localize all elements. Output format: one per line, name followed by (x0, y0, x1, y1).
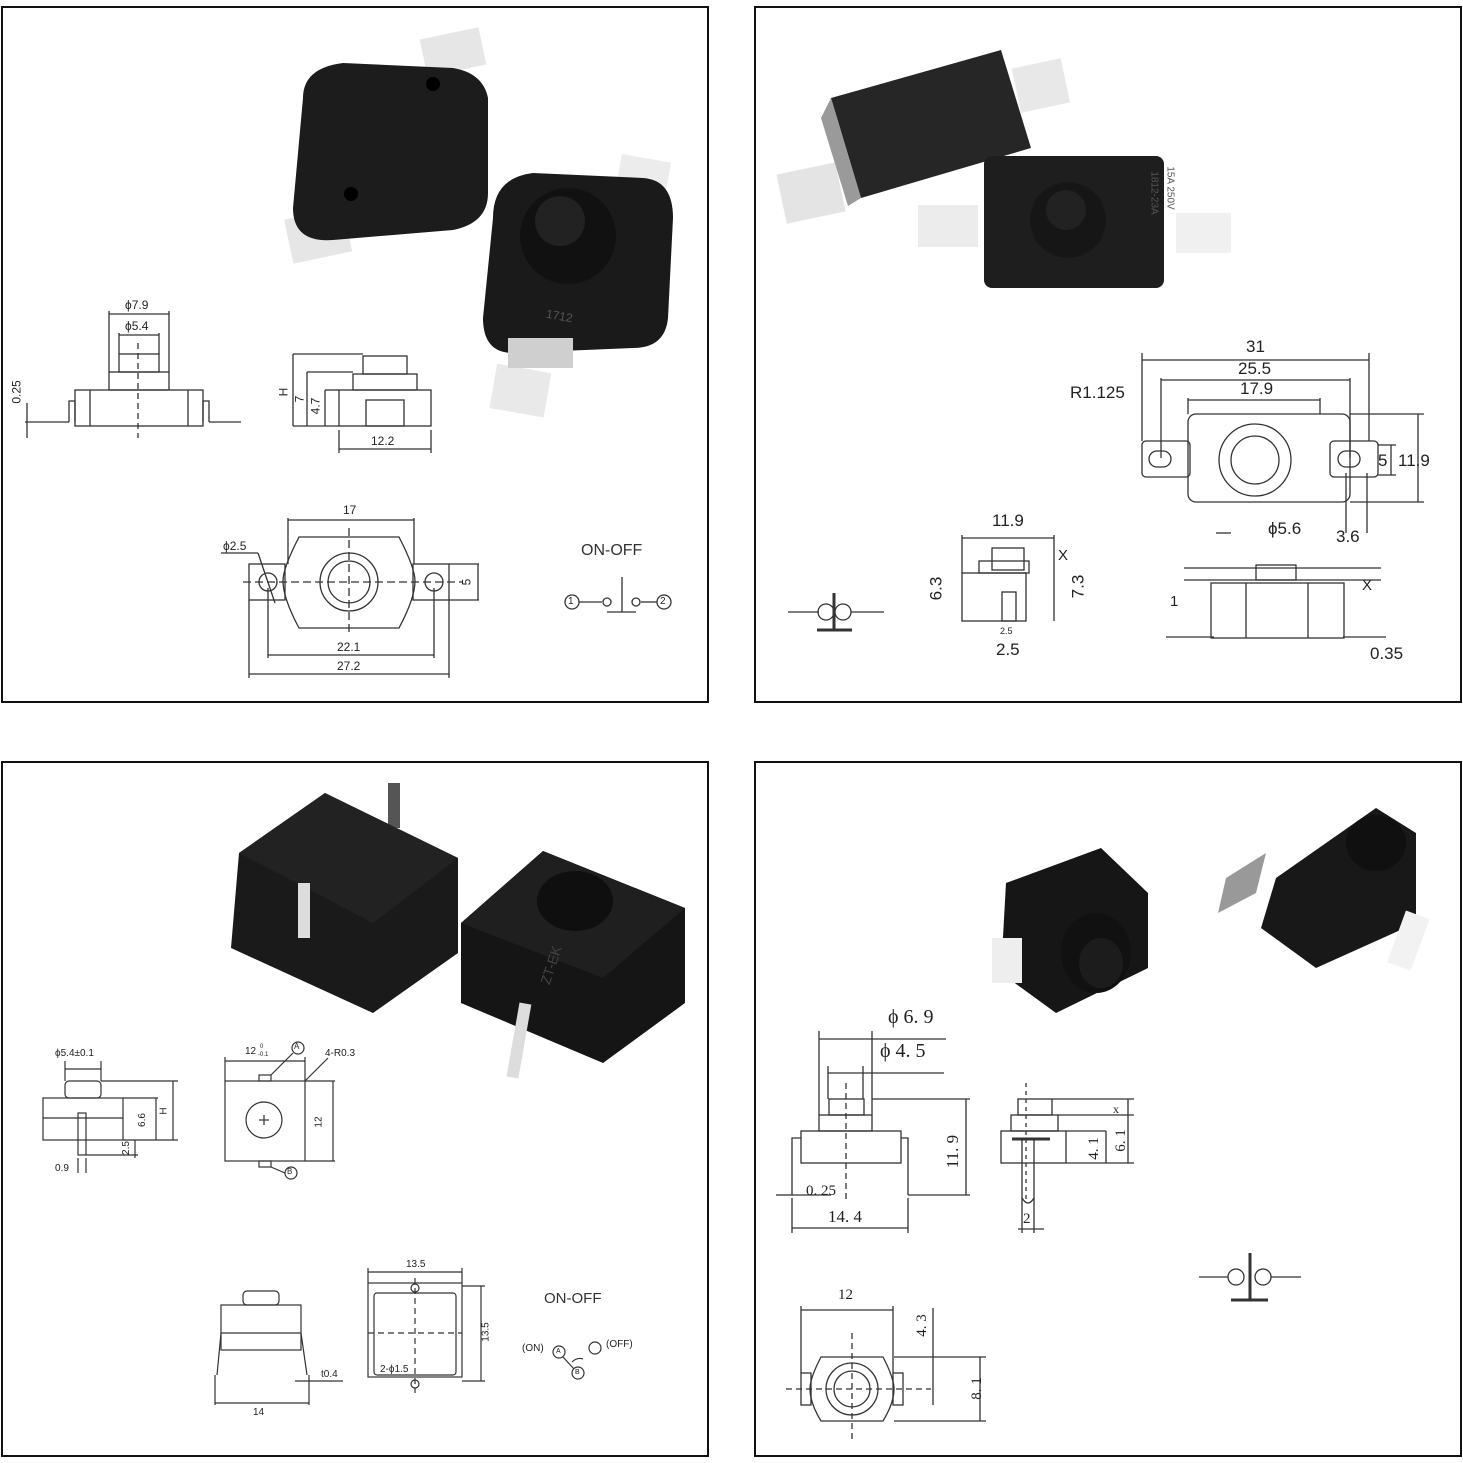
dim-pin-thickness: 0.25 (9, 380, 24, 404)
product-marking-line1: 15A 250V (1164, 166, 1176, 210)
dim-x-side: X (1058, 547, 1069, 564)
dim-body-17: 17 (343, 503, 357, 517)
panel-top-right: 15A 250V 1812-23A 31 25.5 17.9 R1.125 5 … (754, 6, 1462, 703)
panel-top-left: 1712 ϕ7.9 ϕ5.4 0.25 H 7 4.7 12.2 17 ϕ2.5… (1, 6, 709, 703)
dim-length-27-2: 27.2 (337, 659, 361, 673)
schematic-title: ON-OFF (581, 542, 643, 559)
dim-height-4-7: 4.7 (308, 397, 323, 415)
dim-pin-2: 2 (1023, 1211, 1031, 1227)
dim-cap-5-6: ϕ5.6 (1268, 519, 1302, 538)
dim-holes: 2-ϕ1.5 (380, 1364, 409, 1375)
dim-side-12: 12 (313, 1116, 325, 1128)
dim-x-front: X (1362, 577, 1373, 594)
dim-body-8-1: 8. 1 (968, 1377, 985, 1400)
dim-6-3: 6.3 (926, 576, 946, 601)
dim-tab-5: 5 (459, 578, 474, 586)
dim-pin-0-9: 0.9 (55, 1163, 69, 1174)
dim-x: x (1113, 1102, 1119, 1116)
dim-top-12: 12 (245, 1046, 257, 1057)
schematic-b: B (575, 1369, 580, 1376)
dim-tab-5: 5 (1378, 451, 1388, 470)
dim-pitch-22-1: 22.1 (337, 640, 361, 654)
dim-height-11-9: 11.9 (1398, 451, 1430, 470)
dim-inner-4-5: ϕ 4. 5 (880, 1040, 926, 1062)
dim-cap-inner: ϕ5.4 (125, 319, 149, 333)
marker-b: B (287, 1167, 293, 1176)
dim-cap-5-4: ϕ5.4±0.1 (55, 1048, 94, 1059)
dim-pin-0-25: 0. 25 (806, 1183, 836, 1199)
dim-height-11-9: 11. 9 (943, 1134, 963, 1169)
dim-width-14-4: 14. 4 (828, 1207, 862, 1226)
dim-radius-r1-125: R1.125 (1070, 383, 1125, 402)
product-marking-line2: 1812-23A (1148, 171, 1160, 215)
switch-photo-illustration (776, 808, 1430, 1443)
panel-bottom-left: ZT-EK ϕ5.4±0.1 6.6 H 2.5 0.9 12 0 -0.1 4… (1, 761, 709, 1457)
marker-a: A (294, 1042, 300, 1051)
dim-pitch-25-5: 25.5 (1238, 359, 1272, 378)
schematic-pin2: 2 (660, 596, 666, 607)
dim-mount-h: 13.5 (480, 1322, 492, 1342)
dim-7-3: 7.3 (1068, 574, 1088, 599)
tol-minus-top: -0.1 (258, 1052, 269, 1058)
dim-corner-radius: 4-R0.3 (325, 1048, 356, 1059)
schematic-off: (OFF) (606, 1339, 633, 1350)
panel-bottom-right: ϕ 6. 9 ϕ 4. 5 11. 9 0. 25 14. 4 x 4. 1 6… (754, 761, 1462, 1457)
dim-pin-2-5: 2.5 (120, 1141, 132, 1155)
dim-height-7: 7 (292, 395, 307, 403)
dim-width-14: 14 (253, 1407, 265, 1418)
dim-hole-2-5: ϕ2.5 (223, 539, 247, 553)
dim-width-12-2: 12.2 (371, 434, 395, 448)
dim-outer-6-9: ϕ 6. 9 (888, 1006, 934, 1028)
schematic-a: A (556, 1348, 561, 1355)
dim-6-1: 6. 1 (1112, 1129, 1129, 1152)
dim-thickness-0-35: 0.35 (1370, 644, 1404, 663)
switch-photo-illustration (776, 50, 1424, 639)
dim-side-11-9: 11.9 (992, 511, 1024, 530)
switch-photo-illustration (42, 783, 685, 1405)
dim-4-1: 4. 1 (1085, 1137, 1102, 1160)
schematic-on: (ON) (522, 1343, 544, 1354)
dim-tab-3-6: 3.6 (1336, 527, 1360, 546)
dim-tab-4-3: 4. 3 (913, 1314, 930, 1337)
tol-zero-top: 0 (260, 1044, 264, 1050)
dim-pin-2-5: 2.5 (996, 640, 1020, 659)
dim-pin-small: 2.5 (1000, 626, 1013, 636)
dim-cap-outer: ϕ7.9 (125, 298, 149, 312)
dim-step-1: 1 (1170, 593, 1179, 610)
dim-height-h: H (276, 387, 291, 397)
dim-overall-31: 31 (1246, 337, 1265, 356)
dim-mount-w: 13.5 (406, 1259, 426, 1270)
dim-pin-t0-4: t0.4 (321, 1369, 338, 1380)
dim-6-6: 6.6 (136, 1113, 148, 1127)
dim-top-12: 12 (838, 1287, 853, 1303)
dim-body-17-9: 17.9 (1240, 379, 1274, 398)
schematic-pin1: 1 (568, 596, 574, 607)
dim-height-h: H (158, 1107, 170, 1115)
schematic-title: ON-OFF (544, 1290, 602, 1307)
switch-photo-illustration (25, 27, 673, 678)
